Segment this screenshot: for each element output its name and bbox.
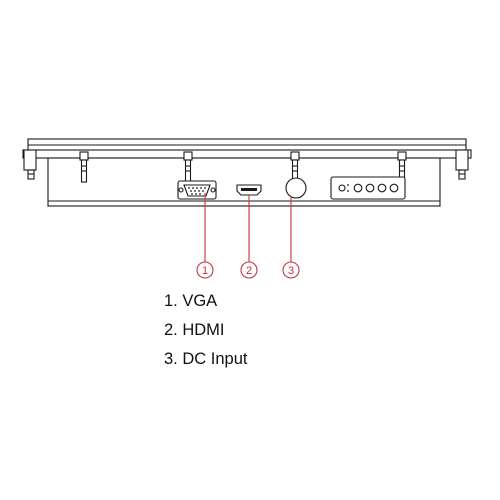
port-legend: 1. VGA 2. HDMI 3. DC Input — [164, 292, 247, 379]
hdmi-port — [236, 184, 262, 196]
dc-input-jack — [285, 177, 307, 199]
callout-circle-2 — [240, 261, 258, 279]
callout-number-3: 3 — [288, 265, 294, 277]
legend-item-hdmi: 2. HDMI — [164, 321, 225, 339]
mounting-screw — [183, 151, 193, 183]
right-mounting-bracket — [455, 149, 469, 180]
vga-port — [177, 180, 217, 200]
callout-number-1: 1 — [202, 265, 208, 277]
callout-circle-3 — [282, 261, 300, 279]
mounting-screw — [397, 151, 407, 183]
callout-number-2: 2 — [246, 265, 252, 277]
left-mounting-bracket — [23, 149, 37, 180]
legend-item-dc-input: 3. DC Input — [164, 350, 248, 368]
callout-circle-1 — [196, 261, 214, 279]
mounting-screw — [79, 151, 89, 183]
legend-item-vga: 1. VGA — [164, 292, 218, 310]
control-button-panel — [330, 176, 406, 200]
